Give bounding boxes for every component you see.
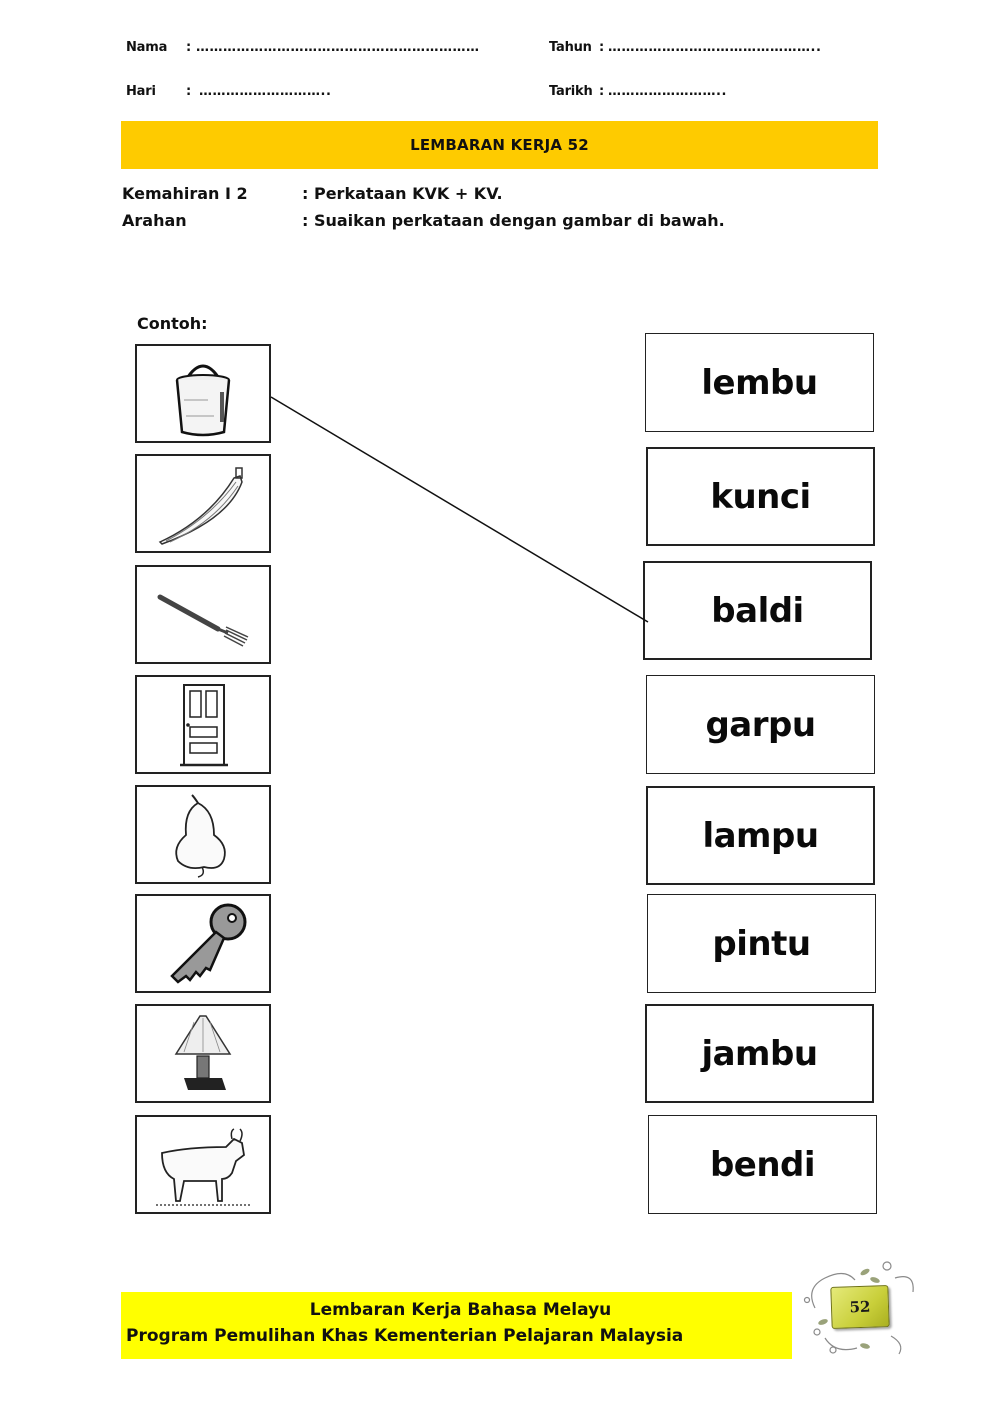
worksheet-title: LEMBARAN KERJA 52 [410, 136, 589, 154]
picture-box-door[interactable] [135, 675, 271, 774]
day-label: Hari [126, 84, 156, 99]
word-jambu: jambu [701, 1033, 818, 1074]
word-box-baldi[interactable]: baldi [643, 561, 872, 660]
word-box-garpu[interactable]: garpu [646, 675, 875, 774]
door-icon [180, 683, 228, 766]
day-field[interactable]: ……………………….. [199, 84, 332, 99]
word-lembu: lembu [701, 362, 818, 403]
worksheet-title-bar: LEMBARAN KERJA 52 [121, 121, 878, 169]
floral-ornament-icon [803, 1261, 914, 1355]
year-label: Tahun [549, 40, 592, 55]
word-box-lembu[interactable]: lembu [645, 333, 874, 432]
rose-apple-icon [175, 793, 226, 878]
page-number: 52 [849, 1297, 871, 1317]
cow-icon [156, 1127, 250, 1206]
bucket-icon [175, 364, 231, 436]
word-box-pintu[interactable]: pintu [647, 894, 876, 993]
date-field[interactable]: …………………….. [608, 84, 727, 99]
date-sep: : [599, 84, 605, 99]
word-pintu: pintu [712, 923, 811, 964]
footer-line2: Program Pemulihan Khas Kementerian Pelaj… [126, 1326, 684, 1346]
word-box-lampu[interactable]: lampu [646, 786, 875, 885]
word-garpu: garpu [705, 704, 816, 745]
footer-bar: Lembaran Kerja Bahasa Melayu Program Pem… [121, 1292, 792, 1359]
picture-box-cow[interactable] [135, 1115, 271, 1214]
word-box-bendi[interactable]: bendi [648, 1115, 877, 1214]
word-bendi: bendi [709, 1144, 816, 1185]
word-kunci: kunci [710, 476, 811, 517]
picture-box-fork[interactable] [135, 565, 271, 664]
fork-icon [157, 594, 249, 647]
word-box-jambu[interactable]: jambu [645, 1004, 874, 1103]
page-badge-ornament: 52 [795, 1258, 925, 1358]
footer-line1: Lembaran Kerja Bahasa Melayu [309, 1300, 612, 1320]
example-label: Contoh: [137, 314, 208, 333]
key-icon [170, 903, 247, 984]
picture-box-lamp[interactable] [135, 1004, 271, 1103]
page-number-badge: 52 [830, 1285, 890, 1329]
skill-label: Kemahiran I 2 [122, 184, 248, 203]
word-lampu: lampu [702, 815, 819, 856]
word-baldi: baldi [711, 590, 804, 631]
picture-box-rose-apple[interactable] [135, 785, 271, 884]
day-sep: : [186, 84, 192, 99]
name-label: Nama [126, 40, 168, 55]
picture-box-okra[interactable] [135, 454, 271, 553]
picture-box-key[interactable] [135, 894, 271, 993]
instruction-value: : Suaikan perkataan dengan gambar di baw… [302, 211, 725, 230]
word-box-kunci[interactable]: kunci [646, 447, 875, 546]
picture-box-bucket[interactable] [135, 344, 271, 443]
name-field[interactable]: ……………………………………………………… [196, 40, 480, 55]
skill-value: : Perkataan KVK + KV. [302, 184, 503, 203]
instruction-label: Arahan [122, 211, 187, 230]
date-label: Tarikh [549, 84, 593, 99]
lamp-icon [174, 1014, 232, 1090]
year-field[interactable]: ……………………………………….. [608, 40, 822, 55]
okra-icon [158, 466, 243, 545]
year-sep: : [599, 40, 605, 55]
name-sep: : [186, 40, 192, 55]
